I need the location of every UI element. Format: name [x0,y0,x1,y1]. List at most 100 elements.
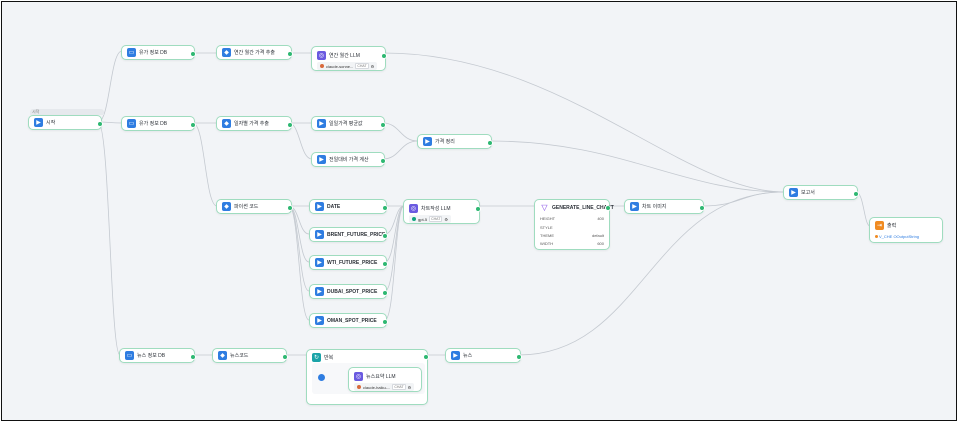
output-port[interactable] [423,354,429,360]
claude-icon [357,385,361,389]
database-icon: ▭ [125,351,134,360]
node-label: GENERATE_LINE_CHART [552,204,614,211]
node-label: 유가 정보 DB [139,121,168,127]
node-label: 시작 [46,120,56,126]
settings-icon[interactable]: ⚙ [444,216,448,222]
node-label: 보고서 [801,190,815,196]
output-port[interactable] [380,158,386,164]
output-port[interactable] [282,354,288,360]
output-port[interactable] [287,205,293,211]
node-prev-day[interactable]: ▶전일대비 가격 계산 [311,152,386,167]
output-port[interactable] [382,319,388,325]
node-label: 반복 [324,355,334,361]
param-row: STYLE [540,225,553,230]
node-label: 뉴스요약 LLM [366,374,396,380]
node-extract-daily[interactable]: ◆일자별 가격 추출 [216,116,293,131]
node-label: 차트 이미지 [642,204,667,210]
node-label: WTI_FUTURE_PRICE [327,259,378,266]
code-icon: ▶ [630,202,639,211]
model-name: claude-sonne... [326,63,354,69]
code-icon: ◆ [222,202,231,211]
output-port[interactable] [382,205,388,211]
code-icon: ◆ [218,351,227,360]
node-llm-year[interactable]: ◎연간 월간 LLM claude-sonne...CHAT⚙ [311,46,387,71]
node-label: 차트작성 LLM [421,206,451,212]
node-wti[interactable]: ▶WTI_FUTURE_PRICE [309,255,388,270]
node-news-llm[interactable]: ◎뉴스요약 LLM claude-haiku-...CHAT⚙ [348,367,422,392]
llm-icon: ◎ [317,51,326,60]
node-label: 출력 [887,223,897,229]
code-icon: ▶ [317,155,326,164]
node-label: DATE [327,203,341,210]
node-brent[interactable]: ▶BRENT_FUTURE_PRICE [309,227,388,242]
model-selector[interactable]: claude-haiku-...CHAT⚙ [354,383,415,391]
output-port[interactable] [380,122,386,128]
output-port[interactable] [287,51,293,57]
output-port[interactable] [190,354,196,360]
group-title: 시작 [30,109,104,115]
node-db-price-2[interactable]: ▭유가 정보 DB [121,116,196,131]
node-label: DUBAI_SPOT_PRICE [327,288,378,295]
node-daily-avg[interactable]: ▶일일가격 평균값 [311,116,386,131]
output-port[interactable] [97,121,103,127]
output-port[interactable] [382,233,388,239]
output-port[interactable] [381,53,387,59]
node-chart-image[interactable]: ▶차트 이미지 [624,199,705,214]
database-icon: ▭ [127,119,136,128]
chart-tool-icon: ▽ [540,202,549,212]
variable-icon: ▶ [315,230,324,239]
output-port[interactable] [475,206,481,212]
node-dubai[interactable]: ▶DUBAI_SPOT_PRICE [309,284,388,299]
claude-icon [320,64,324,68]
variable-icon: ▶ [315,258,324,267]
output-port[interactable] [190,122,196,128]
node-news-code[interactable]: ◆뉴스코드 [212,348,288,363]
loop-icon: ↻ [312,353,321,362]
node-price-summary[interactable]: ▶가격 정리 [417,134,493,149]
code-icon: ▶ [423,137,432,146]
model-selector[interactable]: claude-sonne...CHAT⚙ [317,62,378,70]
output-port[interactable] [516,354,522,360]
node-db-news[interactable]: ▭뉴스 정보 DB [119,348,196,363]
node-oman[interactable]: ▶OMAN_SPOT_PRICE [309,313,388,328]
node-loop[interactable]: ↻반복 ◎뉴스요약 LLM claude-haiku-...CHAT⚙ [306,349,429,405]
node-label: 일자별 가격 추출 [234,121,269,127]
settings-icon[interactable]: ⚙ [370,63,375,69]
output-port[interactable] [853,191,859,197]
node-db-price-1[interactable]: ▭유가 정보 DB [121,45,196,60]
node-label: 파이썬 코드 [234,204,259,210]
node-label: 전일대비 가격 계산 [329,157,369,163]
report-icon: ▶ [789,188,798,197]
settings-icon[interactable]: ⚙ [407,384,412,390]
llm-icon: ◎ [354,372,363,381]
node-label: 뉴스코드 [230,353,249,359]
variable-icon: ▶ [315,202,324,211]
node-start[interactable]: ▶시작 [28,115,103,130]
extract-icon: ◆ [222,48,231,57]
node-label: 연간 월간 가격 추출 [234,50,275,56]
node-news[interactable]: ▶뉴스 [445,348,522,363]
llm-icon: ◎ [409,204,418,213]
output-port[interactable] [605,205,611,211]
node-date[interactable]: ▶DATE [309,199,388,214]
output-port[interactable] [382,290,388,296]
extract-icon: ◆ [222,119,231,128]
loop-start-icon [318,374,325,381]
openai-icon [412,217,416,221]
output-port[interactable] [190,51,196,57]
node-report[interactable]: ▶보고서 [783,185,859,200]
node-python-code[interactable]: ◆파이썬 코드 [216,199,293,214]
node-extract-year[interactable]: ◆연간 월간 가격 추출 [216,45,293,60]
output-port[interactable] [699,205,705,211]
output-port[interactable] [382,261,388,267]
output-port[interactable] [287,122,293,128]
node-output[interactable]: ⇥출력 V_CHE OOutputString [869,217,943,243]
output-port[interactable] [487,140,493,146]
chat-tag: CHAT [392,384,406,390]
